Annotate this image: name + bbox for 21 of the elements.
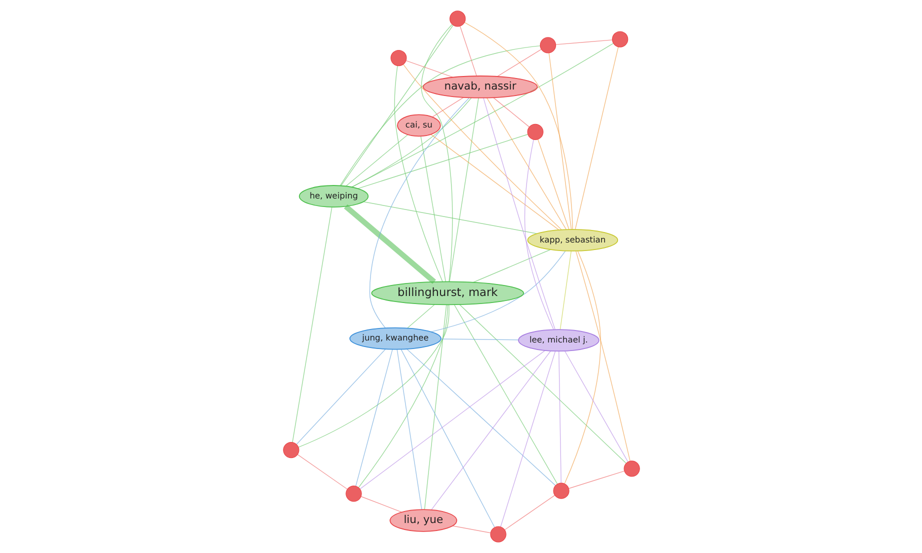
- node-circle: [612, 31, 628, 48]
- node-circle: [623, 460, 640, 477]
- connector: [394, 65, 442, 282]
- node-ellipse: he, weiping: [298, 185, 368, 208]
- node-ellipse: navab, nassir: [422, 76, 538, 98]
- node-circle: [490, 526, 506, 542]
- node-circle: [526, 124, 543, 140]
- node-ellipse: liu, yue: [389, 509, 457, 532]
- node-circle: [552, 482, 569, 499]
- node-ellipse: jung, kwanghee: [348, 327, 441, 350]
- node-circle: [449, 10, 466, 27]
- node-circle: [345, 486, 362, 502]
- connector: [458, 304, 626, 464]
- node-ellipse: lee, michael j.: [518, 329, 599, 352]
- node-circle: [282, 442, 299, 458]
- node-ellipse: kapp, sebastian: [526, 228, 618, 252]
- node-circle: [390, 50, 406, 66]
- node-ellipse: billinghurst, mark: [370, 281, 524, 306]
- node-circle: [539, 37, 556, 54]
- connector: [350, 42, 614, 188]
- node-ellipse: cai, su: [396, 114, 440, 137]
